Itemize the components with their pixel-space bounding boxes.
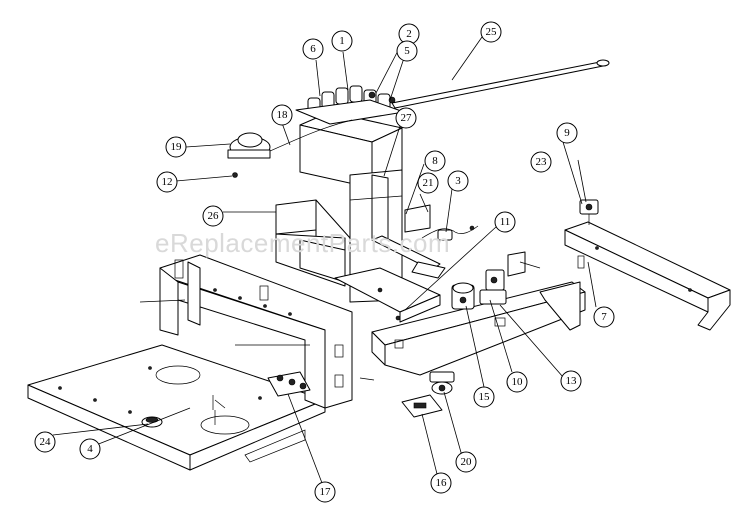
svg-text:18: 18 <box>277 109 289 121</box>
svg-text:21: 21 <box>423 177 434 189</box>
horn-assembly <box>227 132 271 178</box>
callout-15: 15 <box>473 386 495 408</box>
wire-harness <box>421 225 479 241</box>
key-switch <box>451 282 475 310</box>
panel-bracket <box>507 251 541 277</box>
control-panel <box>371 281 586 376</box>
floor-channel <box>334 267 441 323</box>
svg-text:16: 16 <box>436 477 448 489</box>
svg-text:2: 2 <box>406 28 412 40</box>
callout-4: 4 <box>79 438 101 460</box>
svg-text:24: 24 <box>40 436 52 448</box>
svg-text:19: 19 <box>171 141 183 153</box>
svg-text:20: 20 <box>461 456 473 468</box>
callout-23: 23 <box>530 151 552 173</box>
callout-6: 6 <box>302 38 324 60</box>
callout-7: 7 <box>593 306 615 328</box>
pedal-lever <box>371 204 446 279</box>
svg-text:3: 3 <box>455 175 461 187</box>
callout-24: 24 <box>34 431 56 453</box>
callout-3: 3 <box>447 170 469 192</box>
svg-text:7: 7 <box>601 311 607 323</box>
callout-12: 12 <box>156 171 178 193</box>
svg-text:4: 4 <box>87 443 93 455</box>
svg-text:6: 6 <box>310 43 316 55</box>
watermark: eReplacementParts.com <box>155 228 450 258</box>
svg-text:13: 13 <box>566 375 578 387</box>
svg-text:1: 1 <box>339 35 345 47</box>
svg-text:8: 8 <box>432 155 438 167</box>
hold-down-rod <box>391 59 610 109</box>
callout-9: 9 <box>556 122 578 144</box>
callout-19: 19 <box>165 136 187 158</box>
callout-13: 13 <box>560 370 582 392</box>
support-bracket <box>275 199 351 287</box>
main-frame-channel <box>139 254 375 409</box>
connector-block <box>267 371 311 397</box>
svg-text:15: 15 <box>479 391 491 403</box>
svg-text:17: 17 <box>320 486 332 498</box>
callout-8: 8 <box>424 150 446 172</box>
leader-lines <box>52 36 597 484</box>
callout-18: 18 <box>271 104 293 126</box>
svg-text:27: 27 <box>401 112 413 124</box>
switch-socket <box>479 269 507 305</box>
callout-11: 11 <box>494 211 516 233</box>
clamp-screw <box>579 199 599 225</box>
svg-text:23: 23 <box>536 156 548 168</box>
callout-25: 25 <box>480 21 502 43</box>
callout-10: 10 <box>506 371 528 393</box>
svg-text:9: 9 <box>564 127 570 139</box>
right-mounting-bracket <box>564 221 731 331</box>
base-deck-plate <box>27 344 326 471</box>
svg-text:25: 25 <box>486 26 498 38</box>
callout-16: 16 <box>430 472 452 494</box>
svg-text:5: 5 <box>404 45 410 57</box>
callout-27: 27 <box>395 107 417 129</box>
callout-5: 5 <box>396 40 418 62</box>
callout-21: 21 <box>417 172 439 194</box>
callout-26: 26 <box>202 205 224 227</box>
callout-17: 17 <box>314 481 336 503</box>
svg-text:11: 11 <box>500 216 511 228</box>
potentiometer <box>429 371 455 395</box>
callout-20: 20 <box>455 451 477 473</box>
callout-1: 1 <box>331 30 353 52</box>
svg-text:12: 12 <box>162 176 173 188</box>
svg-text:26: 26 <box>208 210 220 222</box>
battery-cable <box>267 119 353 153</box>
switch-plate <box>401 394 443 418</box>
svg-text:10: 10 <box>512 376 524 388</box>
